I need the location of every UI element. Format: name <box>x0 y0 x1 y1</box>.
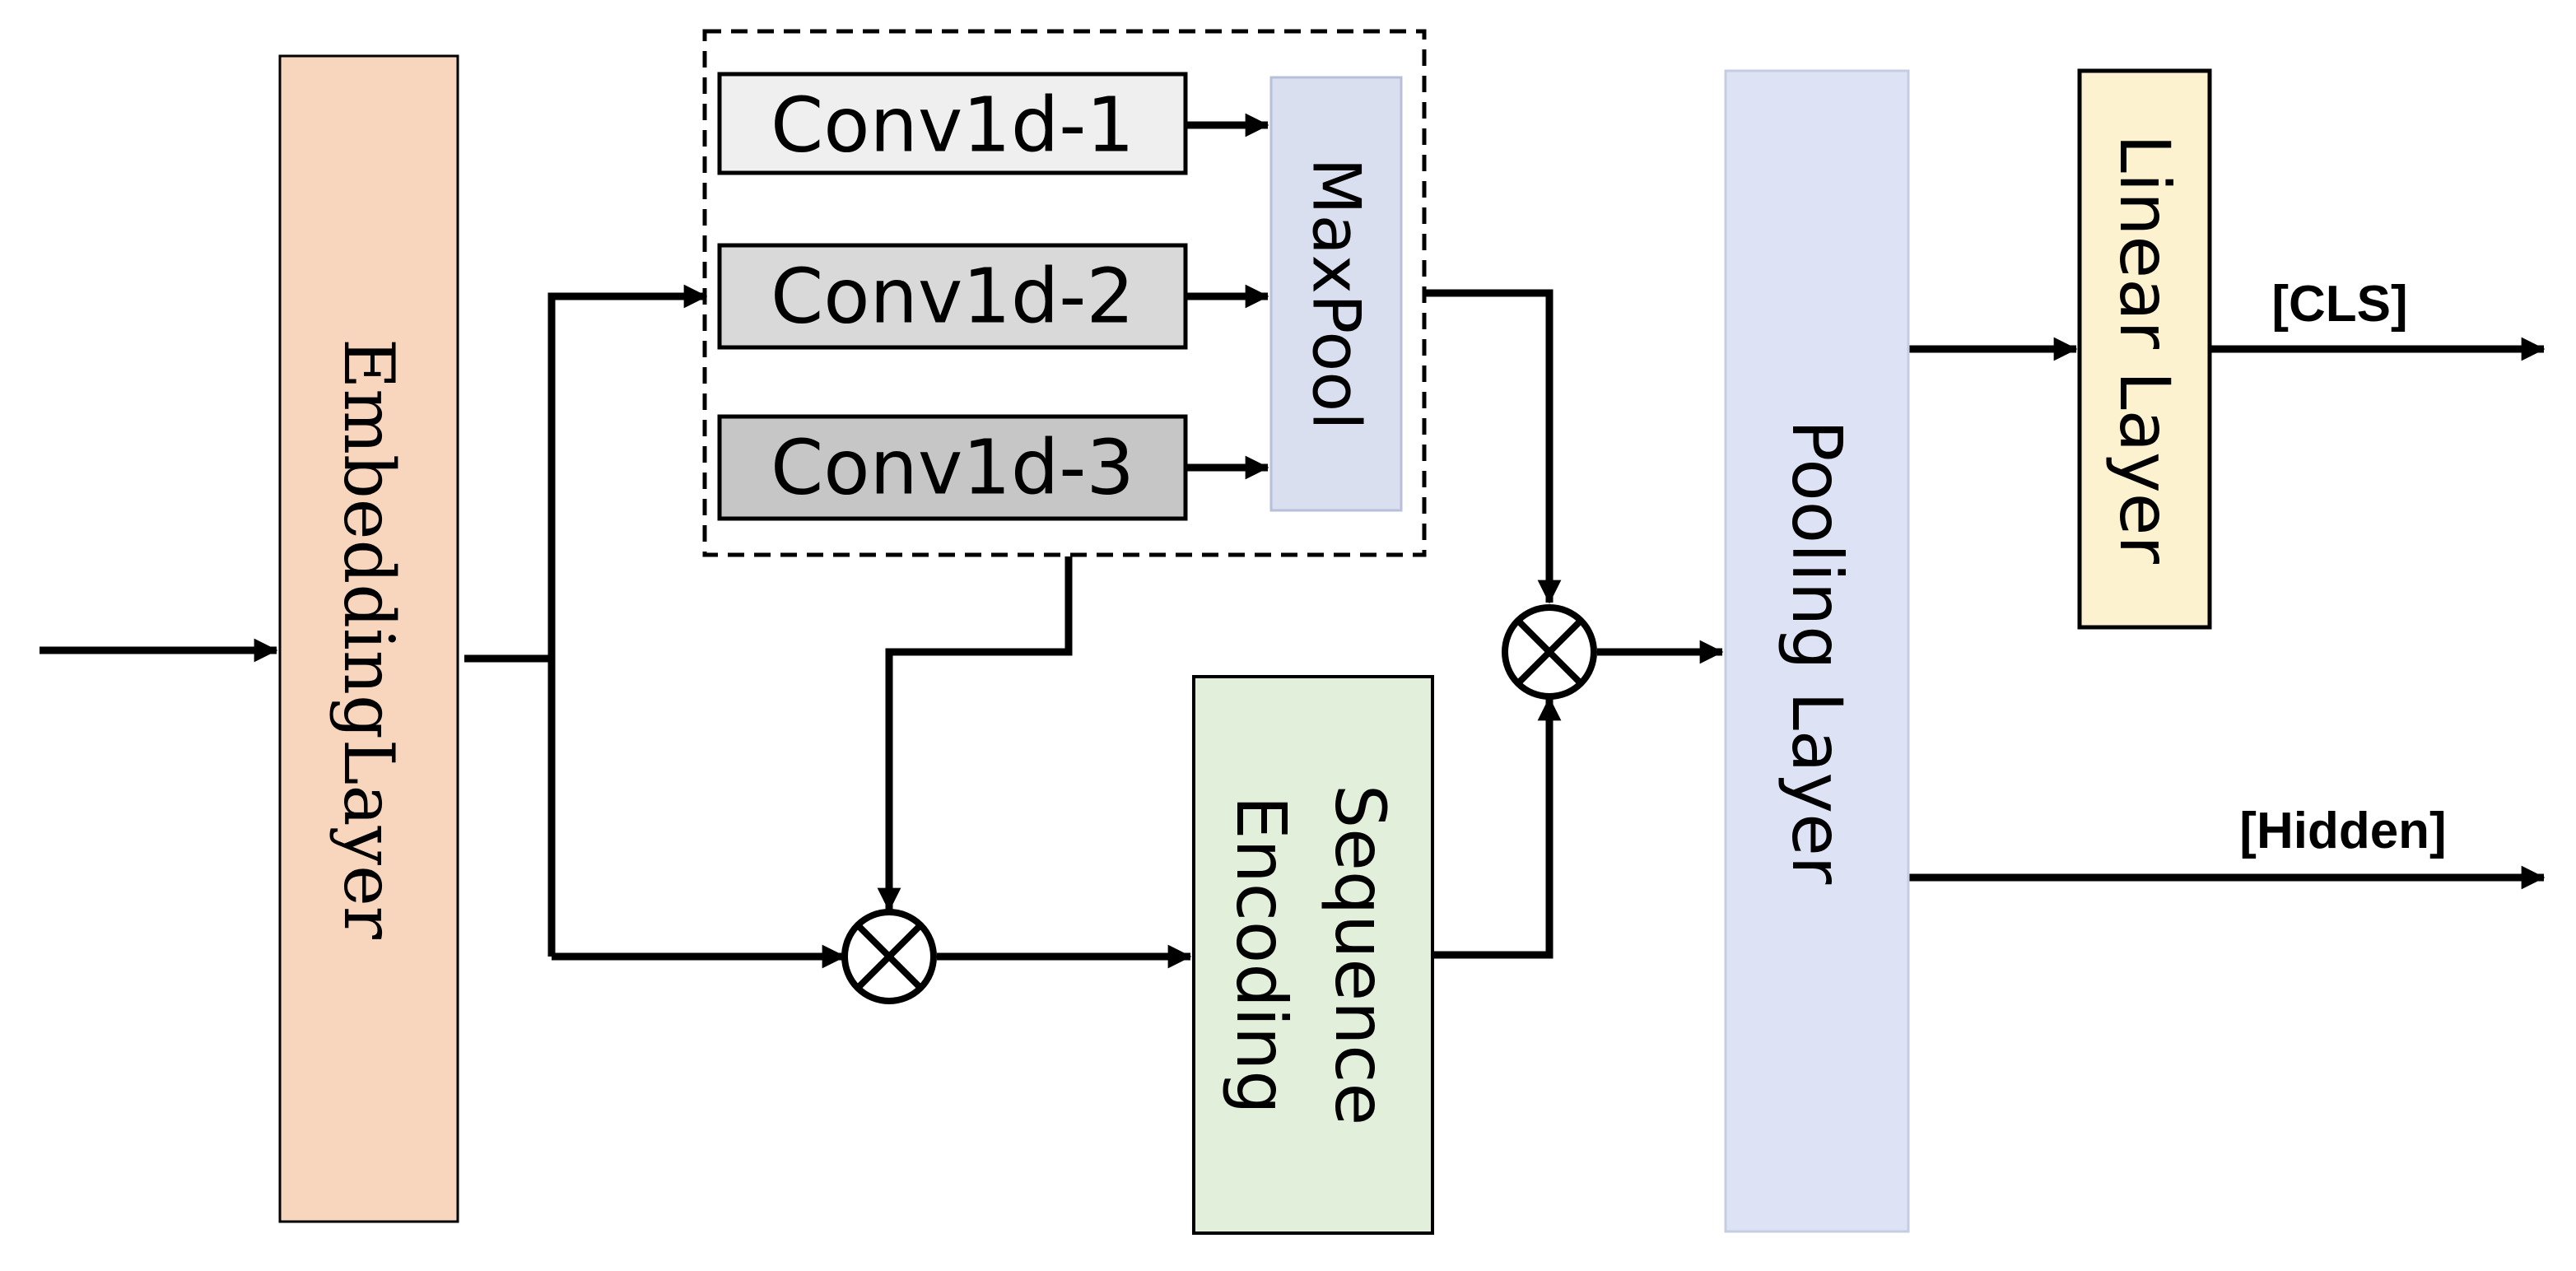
sequence-to-multiply-arrow <box>1432 696 1562 959</box>
cls-output-label: [CLS] <box>2271 276 2407 333</box>
sequence-encoding-label-line1: Sequence <box>1320 784 1400 1125</box>
linear-layer-box <box>2077 68 2212 630</box>
conv-block-group <box>702 29 1427 557</box>
pooling-layer-label: Pooling Layer <box>1777 420 1857 885</box>
embedding-layer-box <box>278 54 459 1223</box>
conv-block-to-multiply-arrow <box>877 556 1073 912</box>
conv1d-1-box <box>717 72 1188 175</box>
conv1d-1-label: Conv1d-1 <box>771 81 1134 170</box>
conv1d-3-box <box>717 414 1188 521</box>
sequence-encoding-label-line2: Encoding <box>1221 795 1302 1114</box>
branch-to-conv-arrow <box>547 284 708 957</box>
sequence-encoding-box <box>1192 675 1434 1235</box>
conv1d-2-box <box>717 243 1188 350</box>
conv1d-2-label: Conv1d-2 <box>771 253 1134 341</box>
hidden-output-label: [Hidden] <box>2239 803 2446 859</box>
maxpool-box <box>1269 76 1403 512</box>
maxpool-label: MaxPool <box>1298 158 1375 431</box>
multiply-operator-lower <box>841 909 937 1004</box>
conv1d-3-label: Conv1d-3 <box>771 424 1134 512</box>
multiply-operator-upper <box>1502 604 1597 700</box>
maxpool-to-multiply-arrow <box>1424 289 1562 604</box>
embedding-layer-label: EmbeddingLayer <box>328 338 409 940</box>
linear-layer-label: Linear Layer <box>2104 134 2185 564</box>
pooling-layer-box <box>1724 69 1910 1233</box>
